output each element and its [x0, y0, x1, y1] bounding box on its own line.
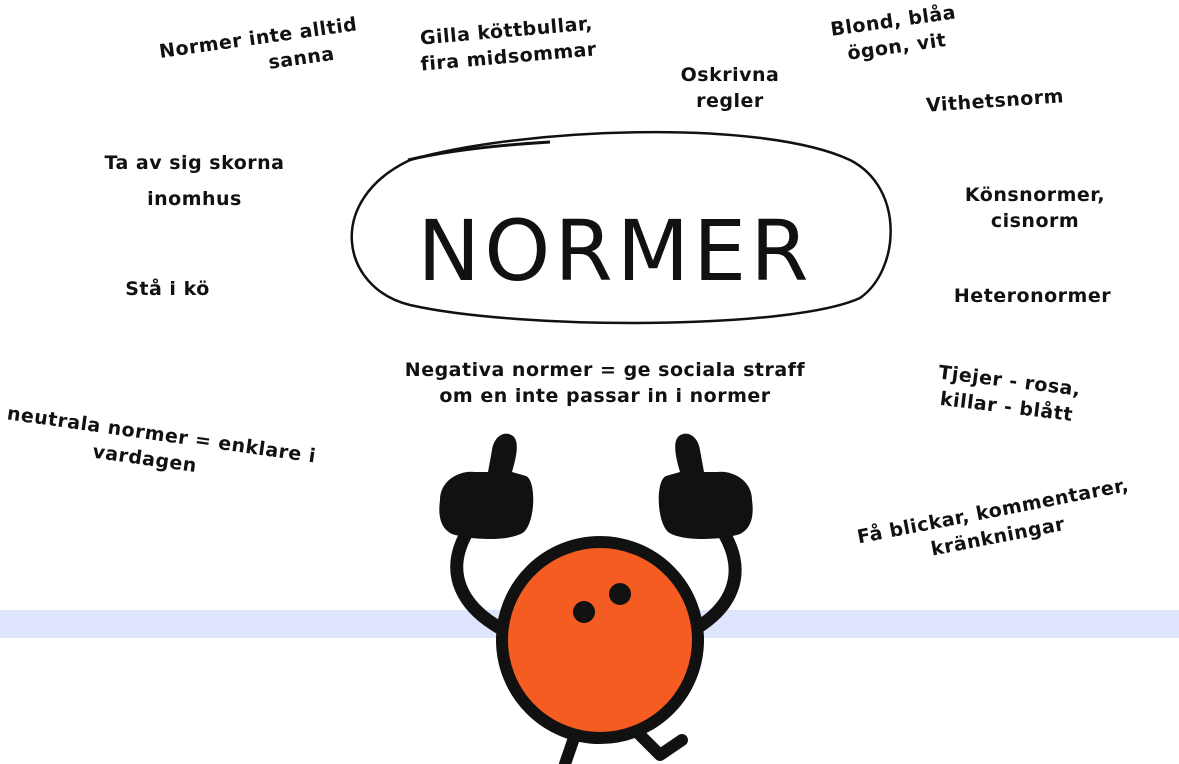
note-heteronormer: Heteronormer	[953, 285, 1112, 307]
note-sta-i-ko: Stå i kö	[125, 278, 210, 300]
character-body	[496, 536, 704, 744]
note-konsnormer: Könsnormer, cisnorm	[964, 184, 1106, 232]
note-oskrivna: Oskrivna regler	[680, 64, 780, 112]
note-skorna: Ta av sig skorna inomhus	[104, 152, 285, 210]
right-leg	[634, 729, 688, 761]
page-title: NORMER	[417, 202, 813, 300]
left-hand-thumbs-up-icon	[439, 433, 534, 539]
right-eye	[609, 583, 631, 605]
note-negativa-normer: Negativa normer = ge sociala straff om e…	[404, 359, 806, 407]
title-ellipse	[350, 130, 892, 325]
right-hand-thumbs-up-icon	[658, 433, 753, 539]
title-ellipse-overstroke	[407, 140, 551, 162]
left-eye	[573, 601, 595, 623]
